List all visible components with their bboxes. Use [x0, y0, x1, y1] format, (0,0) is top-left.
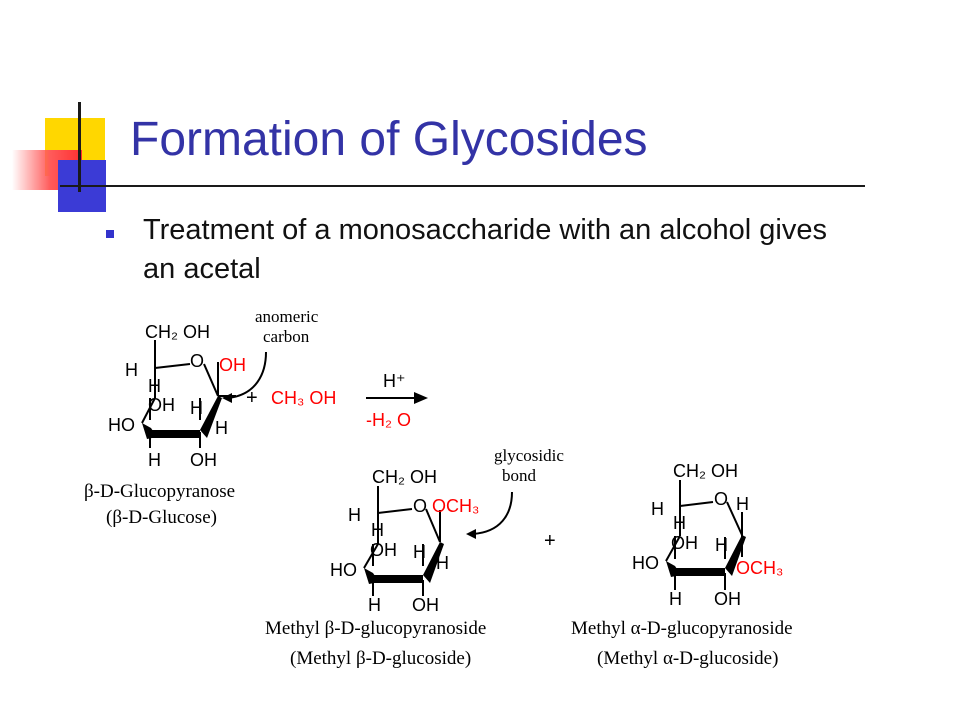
bullet-text: Treatment of a monosaccharide with an al… [143, 214, 828, 285]
title-underline [60, 185, 865, 187]
product-beta-ring-o: O [413, 496, 427, 516]
reactant-anomeric-oh: OH [219, 355, 246, 375]
reactant-ring-right-wedge [200, 396, 222, 438]
glycosidic-arrow [472, 491, 513, 535]
glycosidic-arrowhead [466, 529, 476, 539]
reactant-h-a: H [125, 360, 138, 380]
reactant-name: β-D-Glucopyranose [84, 481, 235, 502]
product-alpha-ch2oh: CH₂ OH [673, 461, 738, 481]
product-alpha-h-anomeric: H [736, 494, 749, 514]
product-plus: + [544, 530, 556, 552]
reactant-h-b: H [148, 376, 161, 396]
product-beta-ch2oh: CH₂ OH [372, 467, 437, 487]
product-beta-molecule [363, 486, 441, 596]
product-alpha-name: Methyl α-D-glucopyranoside [571, 618, 793, 639]
reaction-arrowhead [414, 392, 428, 404]
anomeric-label-line2: carbon [263, 327, 310, 346]
product-alpha-oh-bottom: OH [714, 589, 741, 609]
reagent-plus: + [246, 387, 258, 409]
product-alpha-alt-name: (Methyl α-D-glucoside) [597, 648, 778, 669]
reagent-byproduct: -H₂ O [366, 410, 411, 430]
product-alpha-front-bond [675, 568, 725, 576]
glycosidic-label-line2: bond [502, 466, 537, 485]
product-beta-h-a: H [348, 505, 361, 525]
deco-vertical-line [78, 102, 81, 192]
product-beta-alt-name: (Methyl β-D-glucoside) [290, 648, 471, 669]
glycosidic-label-line1: glycosidic [494, 446, 564, 465]
reagent-catalyst: H⁺ [383, 371, 406, 391]
reactant-h-c4: H [190, 398, 203, 418]
product-alpha-oh-c3: OH [671, 533, 698, 553]
reactant-h-c5: H [215, 418, 228, 438]
anomeric-arrowhead [222, 393, 232, 403]
product-beta-h-b: H [371, 520, 384, 540]
product-alpha-h-a: H [651, 499, 664, 519]
product-alpha-ho-c2: HO [632, 553, 659, 573]
product-alpha-h-c4: H [715, 535, 728, 555]
product-beta-h-bottom: H [368, 595, 381, 615]
product-beta-oh-c3: OH [370, 540, 397, 560]
reactant-oh-c3: OH [148, 395, 175, 415]
reagent-methanol: CH₃ OH [271, 388, 336, 408]
glycosidic-label: glycosidic bond [494, 446, 568, 485]
product-beta-front-bond [373, 575, 423, 583]
reactant-oh-bottom: OH [190, 450, 217, 470]
reactant-ring-o: O [190, 351, 204, 371]
bullet-marker [106, 230, 114, 238]
product-alpha-right-wedge [725, 535, 746, 576]
product-beta-name: Methyl β-D-glucopyranoside [265, 618, 486, 639]
anomeric-label: anomeric carbon [255, 307, 323, 346]
reactant-ring-front-bond [150, 430, 200, 438]
reactant-molecule [141, 340, 236, 448]
reactant-ch2oh: CH₂ OH [145, 322, 210, 342]
anomeric-label-line1: anomeric [255, 307, 319, 326]
product-beta-ho-c2: HO [330, 560, 357, 580]
product-beta-right-wedge [423, 542, 444, 583]
product-alpha-ring-o: O [714, 489, 728, 509]
product-alpha-h-b: H [673, 513, 686, 533]
reactant-ho-c2: HO [108, 415, 135, 435]
product-beta-oh-bottom: OH [412, 595, 439, 615]
product-beta-h-c4: H [413, 542, 426, 562]
anomeric-arrow [227, 351, 267, 399]
product-beta-och3: OCH₃ [432, 496, 479, 516]
slide-title: Formation of Glycosides [130, 113, 648, 166]
reactant-h-bottom: H [148, 450, 161, 470]
reactant-alt-name: (β-D-Glucose) [106, 507, 217, 528]
product-alpha-och3: OCH₃ [736, 558, 783, 578]
product-alpha-h-bottom: H [669, 589, 682, 609]
product-beta-h-c5: H [436, 553, 449, 573]
